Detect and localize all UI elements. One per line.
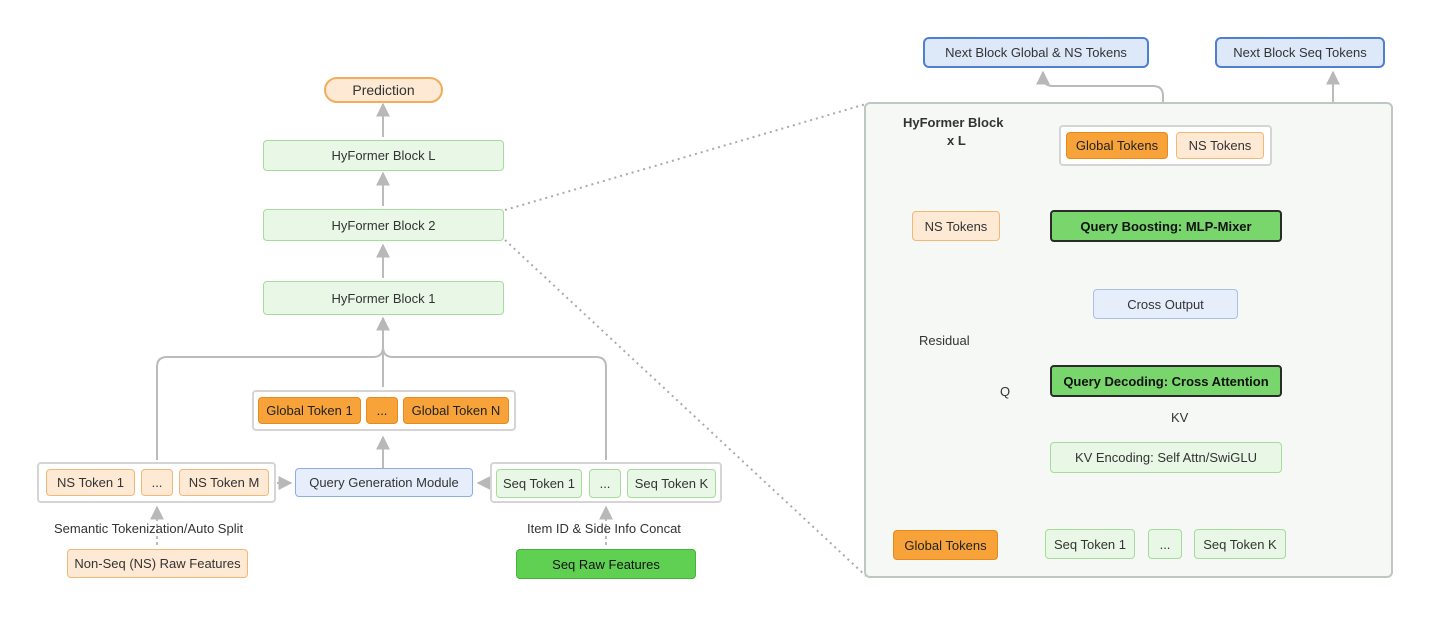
kv-encoding-self-attn: KV Encoding: Self Attn/SwiGLU	[1050, 442, 1282, 473]
item-id-concat-label: Item ID & Side Info Concat	[527, 521, 681, 536]
global-token-n: Global Token N	[403, 397, 509, 424]
residual-label: Residual	[919, 333, 970, 348]
next-block-global-ns-tokens: Next Block Global & NS Tokens	[923, 37, 1149, 68]
block-title-line-1: HyFormer Block	[903, 115, 1004, 130]
right-seq-token-1: Seq Token 1	[1045, 529, 1135, 559]
seq-token-1: Seq Token 1	[496, 469, 582, 498]
hyformer-block-2: HyFormer Block 2	[263, 209, 504, 241]
global-token-ellipsis: ...	[366, 397, 398, 424]
hyformer-block-l: HyFormer Block L	[263, 140, 504, 171]
connector-seq-merge	[382, 346, 607, 460]
connector-ns-merge	[156, 346, 384, 460]
semantic-tokenization-label: Semantic Tokenization/Auto Split	[54, 521, 244, 536]
block-title-line-2: x L	[947, 133, 966, 148]
query-decoding-cross-attention: Query Decoding: Cross Attention	[1050, 365, 1282, 397]
hyformer-block-1: HyFormer Block 1	[263, 281, 504, 315]
ns-raw-features: Non-Seq (NS) Raw Features	[67, 549, 248, 578]
global-tokens-top: Global Tokens	[1066, 132, 1168, 159]
global-token-1: Global Token 1	[258, 397, 361, 424]
query-boosting-mlp-mixer: Query Boosting: MLP-Mixer	[1050, 210, 1282, 242]
kv-label: KV	[1171, 410, 1189, 425]
zoom-line-bottom	[504, 239, 867, 577]
ns-token-m: NS Token M	[179, 469, 269, 496]
ns-tokens-side: NS Tokens	[912, 211, 1000, 241]
next-block-seq-tokens: Next Block Seq Tokens	[1215, 37, 1385, 68]
seq-token-k: Seq Token K	[627, 469, 716, 498]
seq-token-ellipsis: ...	[589, 469, 621, 498]
arrow-global-ns-next	[1036, 70, 1164, 123]
hyformer-block-panel	[864, 102, 1393, 578]
zoom-line-top	[504, 103, 867, 211]
cross-output: Cross Output	[1093, 289, 1238, 319]
global-tokens-bottom: Global Tokens	[893, 530, 998, 560]
ns-token-1: NS Token 1	[46, 469, 135, 496]
right-seq-token-ellipsis: ...	[1148, 529, 1182, 559]
query-generation-module: Query Generation Module	[295, 468, 473, 497]
right-seq-token-k: Seq Token K	[1194, 529, 1286, 559]
ns-tokens-top: NS Tokens	[1176, 132, 1264, 159]
ns-token-ellipsis: ...	[141, 469, 173, 496]
q-label: Q	[1000, 384, 1011, 399]
seq-raw-features: Seq Raw Features	[516, 549, 696, 579]
prediction-node: Prediction	[324, 77, 443, 103]
